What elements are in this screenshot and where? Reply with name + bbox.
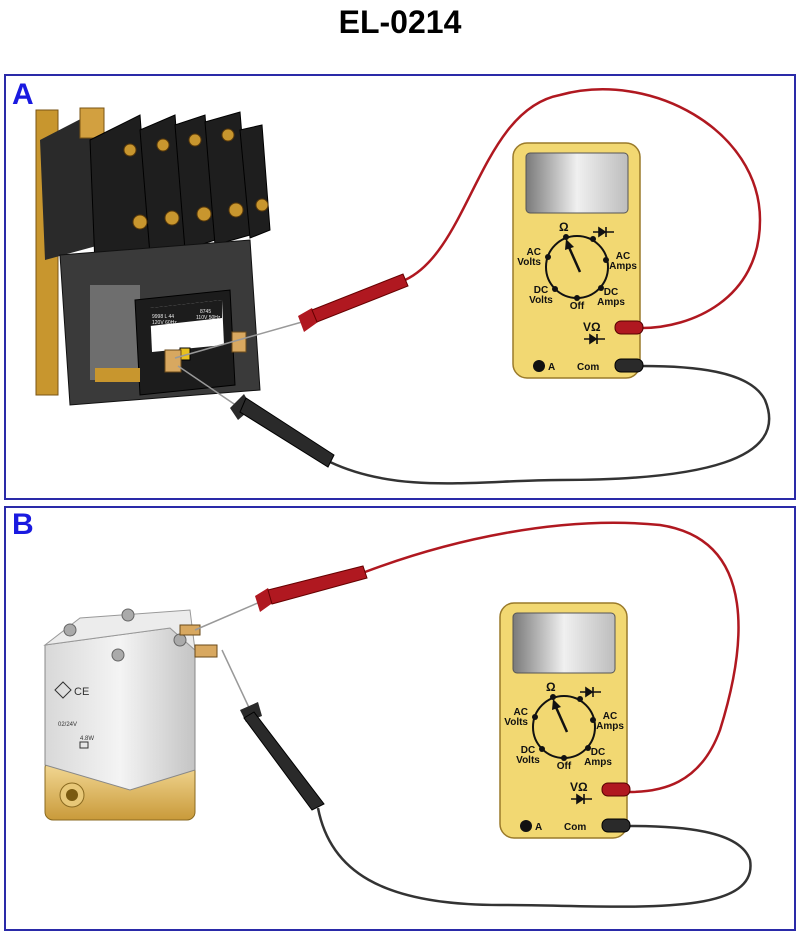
com-jack-label: Com — [577, 362, 599, 373]
amp-jack-label: A — [548, 362, 555, 373]
dial-dc-volts-label: DC — [534, 285, 548, 296]
amp-jack-label: A — [535, 822, 542, 833]
v-ohm-jack-label: VΩ — [583, 320, 601, 334]
black-jack-plug[interactable] — [614, 358, 644, 373]
red-lead-a — [404, 88, 762, 330]
dial-dc-amps-label: DC — [591, 747, 605, 758]
dial-ac-amps-label-2: Amps — [609, 261, 637, 272]
red-lead-b — [364, 521, 740, 794]
probe-needles-a — [174, 321, 303, 409]
com-jack-label: Com — [564, 822, 586, 833]
valve-voltage-label: 02/24V — [58, 722, 77, 728]
contactor-label-4: 110V 50Hz — [196, 315, 221, 321]
contactor-label-2: 120V 60Hz — [152, 320, 177, 326]
dial-ac-amps-label-2: Amps — [596, 721, 624, 732]
dial-ac-volts-label-2: Volts — [504, 717, 528, 728]
solenoid-valve: CE 02/24V 4.8W — [43, 608, 218, 821]
panel-b-label: B — [12, 508, 34, 541]
dial-off-label: Off — [570, 301, 585, 312]
probe-needles-b — [194, 601, 261, 715]
dial-dc-volts-label-2: Volts — [529, 295, 553, 306]
dial-dc-amps-label-2: Amps — [584, 757, 612, 768]
ce-mark: CE — [74, 686, 89, 698]
dial-dc-amps-label-2: Amps — [597, 297, 625, 308]
red-jack-plug[interactable] — [601, 782, 631, 797]
black-lead-a — [329, 364, 771, 485]
dial-off-label: Off — [557, 761, 572, 772]
dial-ohm-label: Ω — [559, 220, 569, 234]
v-ohm-jack-label: VΩ — [570, 780, 588, 794]
contactor-label-3: 8745 — [200, 309, 211, 315]
contactor: 9998 L 44 120V 60Hz 8745 110V 50Hz — [35, 107, 271, 406]
black-lead-b — [316, 807, 752, 908]
black-jack-plug[interactable] — [601, 818, 631, 833]
contactor-label-1: 9998 L 44 — [152, 314, 174, 320]
dial-dc-volts-label: DC — [521, 745, 535, 756]
dial-ohm-label: Ω — [546, 680, 556, 694]
dial-ac-amps-label: AC — [603, 711, 617, 722]
dial-ac-volts-label: AC — [527, 247, 541, 258]
valve-power-label: 4.8W — [80, 736, 94, 742]
multimeter-b: Ω AC Volts AC Amps DC Volts Off DC Amps … — [498, 601, 631, 840]
panel-b — [4, 506, 796, 931]
red-probe-b[interactable] — [255, 565, 368, 612]
multimeter-a: Ω AC Volts AC Amps DC Volts Off DC Amps … — [511, 141, 644, 380]
panel-a — [4, 74, 796, 500]
dial-ac-volts-label: AC — [514, 707, 528, 718]
dial-dc-volts-label-2: Volts — [516, 755, 540, 766]
dial-dc-amps-label: DC — [604, 287, 618, 298]
black-probe-b[interactable] — [240, 702, 325, 811]
dial-ac-volts-label-2: Volts — [517, 257, 541, 268]
panel-a-label: A — [12, 78, 34, 111]
red-jack-plug[interactable] — [614, 320, 644, 335]
page-title: EL-0214 — [338, 4, 462, 40]
dial-ac-amps-label: AC — [616, 251, 630, 262]
red-probe-a[interactable] — [298, 273, 409, 332]
black-probe-a[interactable] — [230, 394, 335, 468]
